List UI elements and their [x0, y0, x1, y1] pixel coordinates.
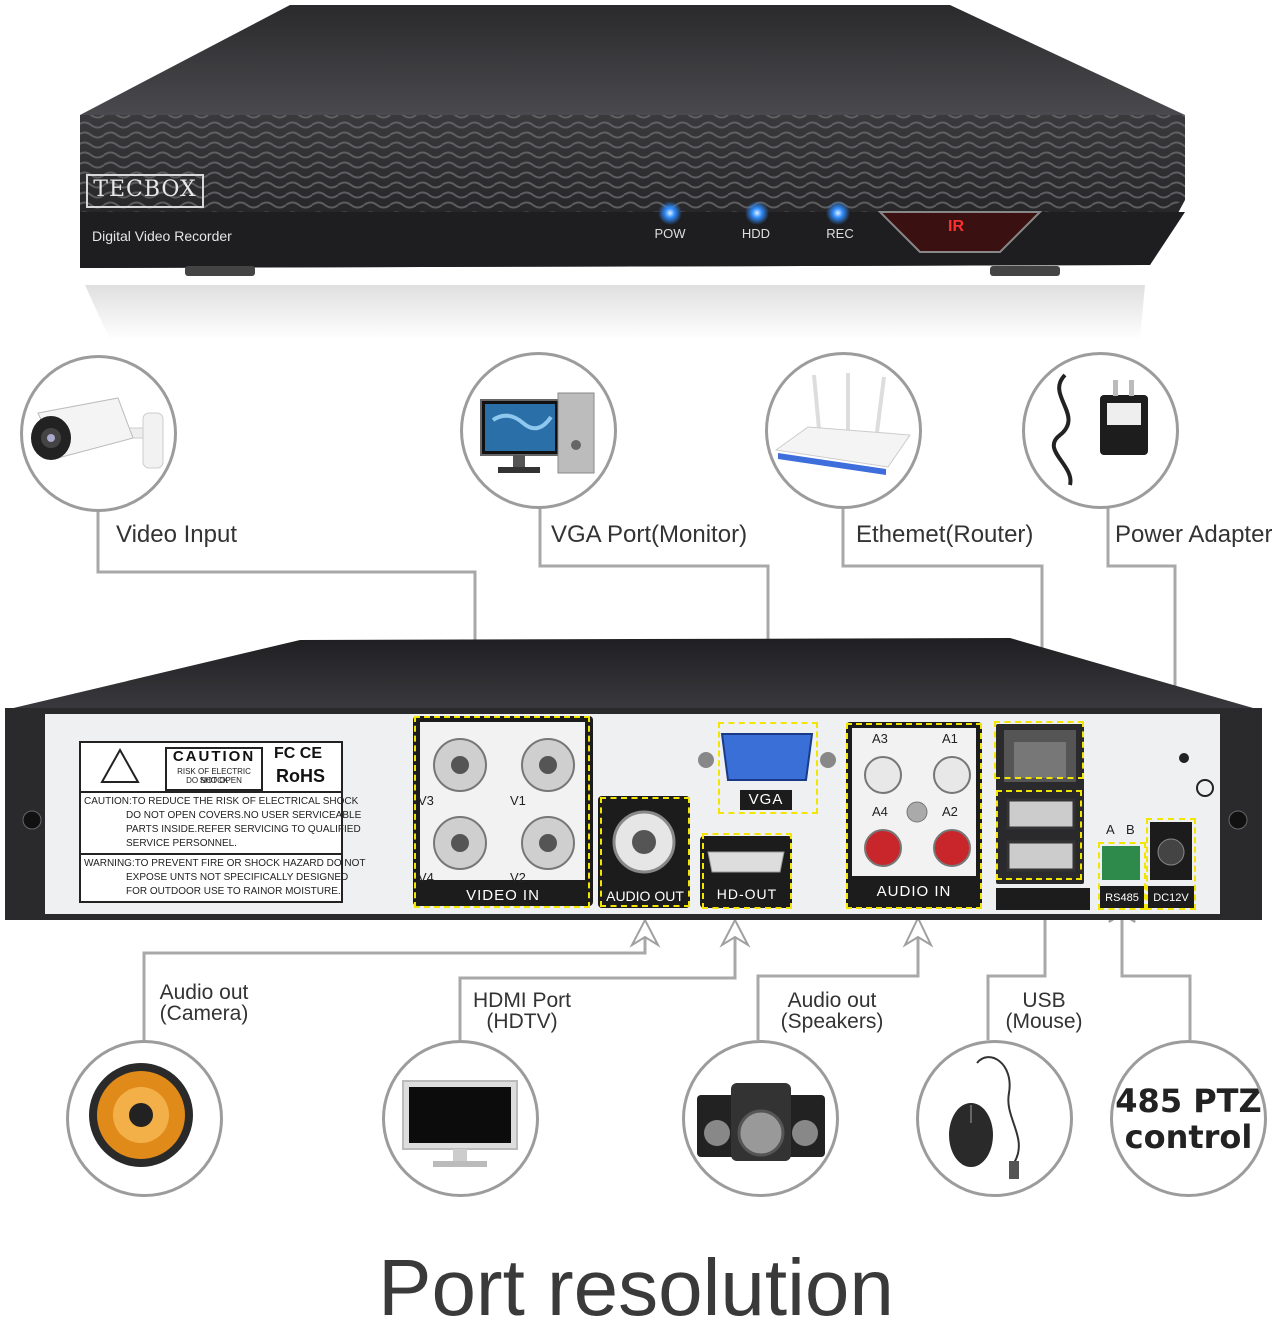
caution-sub2: DO NOT OPEN	[186, 776, 242, 785]
audio-out-speakers-label-2: (Speakers)	[780, 1010, 884, 1033]
hdtv-icon	[402, 1080, 518, 1167]
warning-line-2: EXPOSE UNTS NOT SPECIFICALLY DESIGNED	[126, 872, 349, 883]
dvr-rear-view	[5, 638, 1262, 920]
caution-sub1: RISK OF ELECTRIC SHOCK	[177, 767, 251, 785]
a2-label: A2	[942, 804, 958, 819]
cctv-camera-icon	[31, 397, 164, 469]
hdd-led	[745, 201, 769, 225]
rohs-mark: RoHS	[276, 766, 325, 786]
warning-line-1: WARNING:TO PREVENT FIRE OR SHOCK HAZARD …	[84, 858, 366, 869]
ir-label: IR	[948, 218, 964, 235]
usb-label-2: (Mouse)	[1005, 1010, 1083, 1033]
monitor-pc-circle	[460, 352, 617, 509]
highlight-audio-in	[846, 723, 982, 909]
power-adapter-circle	[1022, 352, 1179, 509]
line-video-input	[96, 505, 477, 695]
highlight-video-in	[414, 716, 590, 908]
desktop-monitor-icon	[480, 392, 595, 474]
video-in-label: VIDEO IN	[466, 887, 540, 904]
speaker-system-icon	[697, 1083, 825, 1161]
pow-led	[658, 201, 682, 225]
hdtv-circle	[382, 1040, 539, 1197]
rs485-a-label: A	[1106, 822, 1115, 837]
line-ethernet	[841, 505, 1044, 700]
speakers-circle	[682, 1040, 839, 1197]
ptz-label-2: control	[1124, 1117, 1253, 1156]
caution-title: CAUTION	[172, 748, 256, 765]
hd-out-label: HD-OUT	[716, 886, 778, 902]
ethernet-label: Ethemet(Router)	[856, 521, 1034, 548]
v1-label: V1	[510, 793, 526, 808]
v3-label: V3	[418, 793, 434, 808]
a1-label: A1	[942, 731, 958, 746]
rs485-b-label: B	[1126, 822, 1135, 837]
line-ptz	[1120, 905, 1192, 1040]
caution-line-3: PARTS INSIDE.REFER SERVICING TO QUALIFIE…	[126, 824, 361, 835]
speaker-circle	[66, 1040, 223, 1197]
fc-ce-mark: FC CE	[274, 745, 322, 762]
highlight-vga	[718, 722, 818, 814]
dc12v-label: DC12V	[1153, 892, 1189, 904]
caution-line-2: DO NOT OPEN COVERS.NO USER SERVICEABLE	[126, 810, 362, 821]
power-adapter-icon	[1051, 373, 1148, 486]
hdmi-port-label-1: HDMI Port	[472, 989, 571, 1012]
mouse-circle	[916, 1040, 1073, 1197]
audio-out-speakers-label-1: Audio out	[787, 989, 877, 1012]
ptz-label-1: 485 PTZ	[1115, 1081, 1262, 1120]
video-input-label: Video Input	[116, 521, 237, 548]
vga-port-tag: VGA	[748, 791, 784, 808]
caution-line-4: SERVICE PERSONNEL.	[126, 838, 237, 849]
audio-out-camera-label-2: (Camera)	[159, 1002, 249, 1025]
caution-line-1: CAUTION:TO REDUCE THE RISK OF ELECTRICAL…	[84, 796, 359, 807]
speaker-driver-icon	[89, 1063, 193, 1167]
vga-port-label: VGA Port(Monitor)	[551, 521, 748, 548]
page-title: Port resolution	[378, 1243, 894, 1332]
v2-label: V2	[510, 870, 526, 885]
audio-out-camera-label-1: Audio out	[159, 981, 249, 1004]
dvr-top-surface	[80, 5, 1185, 115]
usb-label-1: USB	[1022, 989, 1066, 1012]
line-audio-speakers	[756, 922, 920, 1040]
model-label: Digital Video Recorder	[92, 228, 232, 244]
highlight-dc12v	[1146, 818, 1196, 910]
line-vga	[538, 505, 770, 698]
mouse-icon	[949, 1056, 1020, 1179]
highlight-usb	[996, 790, 1082, 880]
line-usb	[986, 885, 1047, 1040]
hdd-label: HDD	[741, 226, 771, 241]
camera-circle	[20, 355, 177, 512]
highlight-rs485	[1098, 842, 1146, 910]
dvr-front-view	[80, 5, 1185, 340]
rec-label: REC	[826, 226, 854, 241]
tecbox-logo: TECBOX	[86, 174, 204, 208]
router-icon	[774, 373, 911, 475]
highlight-ethernet	[994, 721, 1084, 779]
line-hdmi	[458, 925, 737, 1040]
pow-label: POW	[654, 226, 686, 241]
highlight-audio-out	[600, 797, 690, 907]
audio-in-label: AUDIO IN	[876, 883, 952, 900]
warning-line-3: FOR OUTDOOR USE TO RAINOR MOISTURE.	[126, 886, 341, 897]
highlight-hd-out	[702, 833, 792, 909]
v4-label: V4	[418, 870, 434, 885]
hdmi-port-label-2: (HDTV)	[486, 1010, 558, 1033]
router-circle	[765, 352, 922, 509]
ptz-control-circle: 485 PTZ control	[1110, 1040, 1267, 1197]
a3-label: A3	[872, 731, 888, 746]
rs485-label: RS485	[1105, 892, 1139, 904]
power-adapter-label: Power Adapter	[1115, 521, 1272, 548]
line-audio-camera	[142, 925, 647, 1040]
rec-led	[826, 201, 850, 225]
a4-label: A4	[872, 804, 888, 819]
audio-out-port-label: AUDIO OUT	[606, 888, 684, 904]
